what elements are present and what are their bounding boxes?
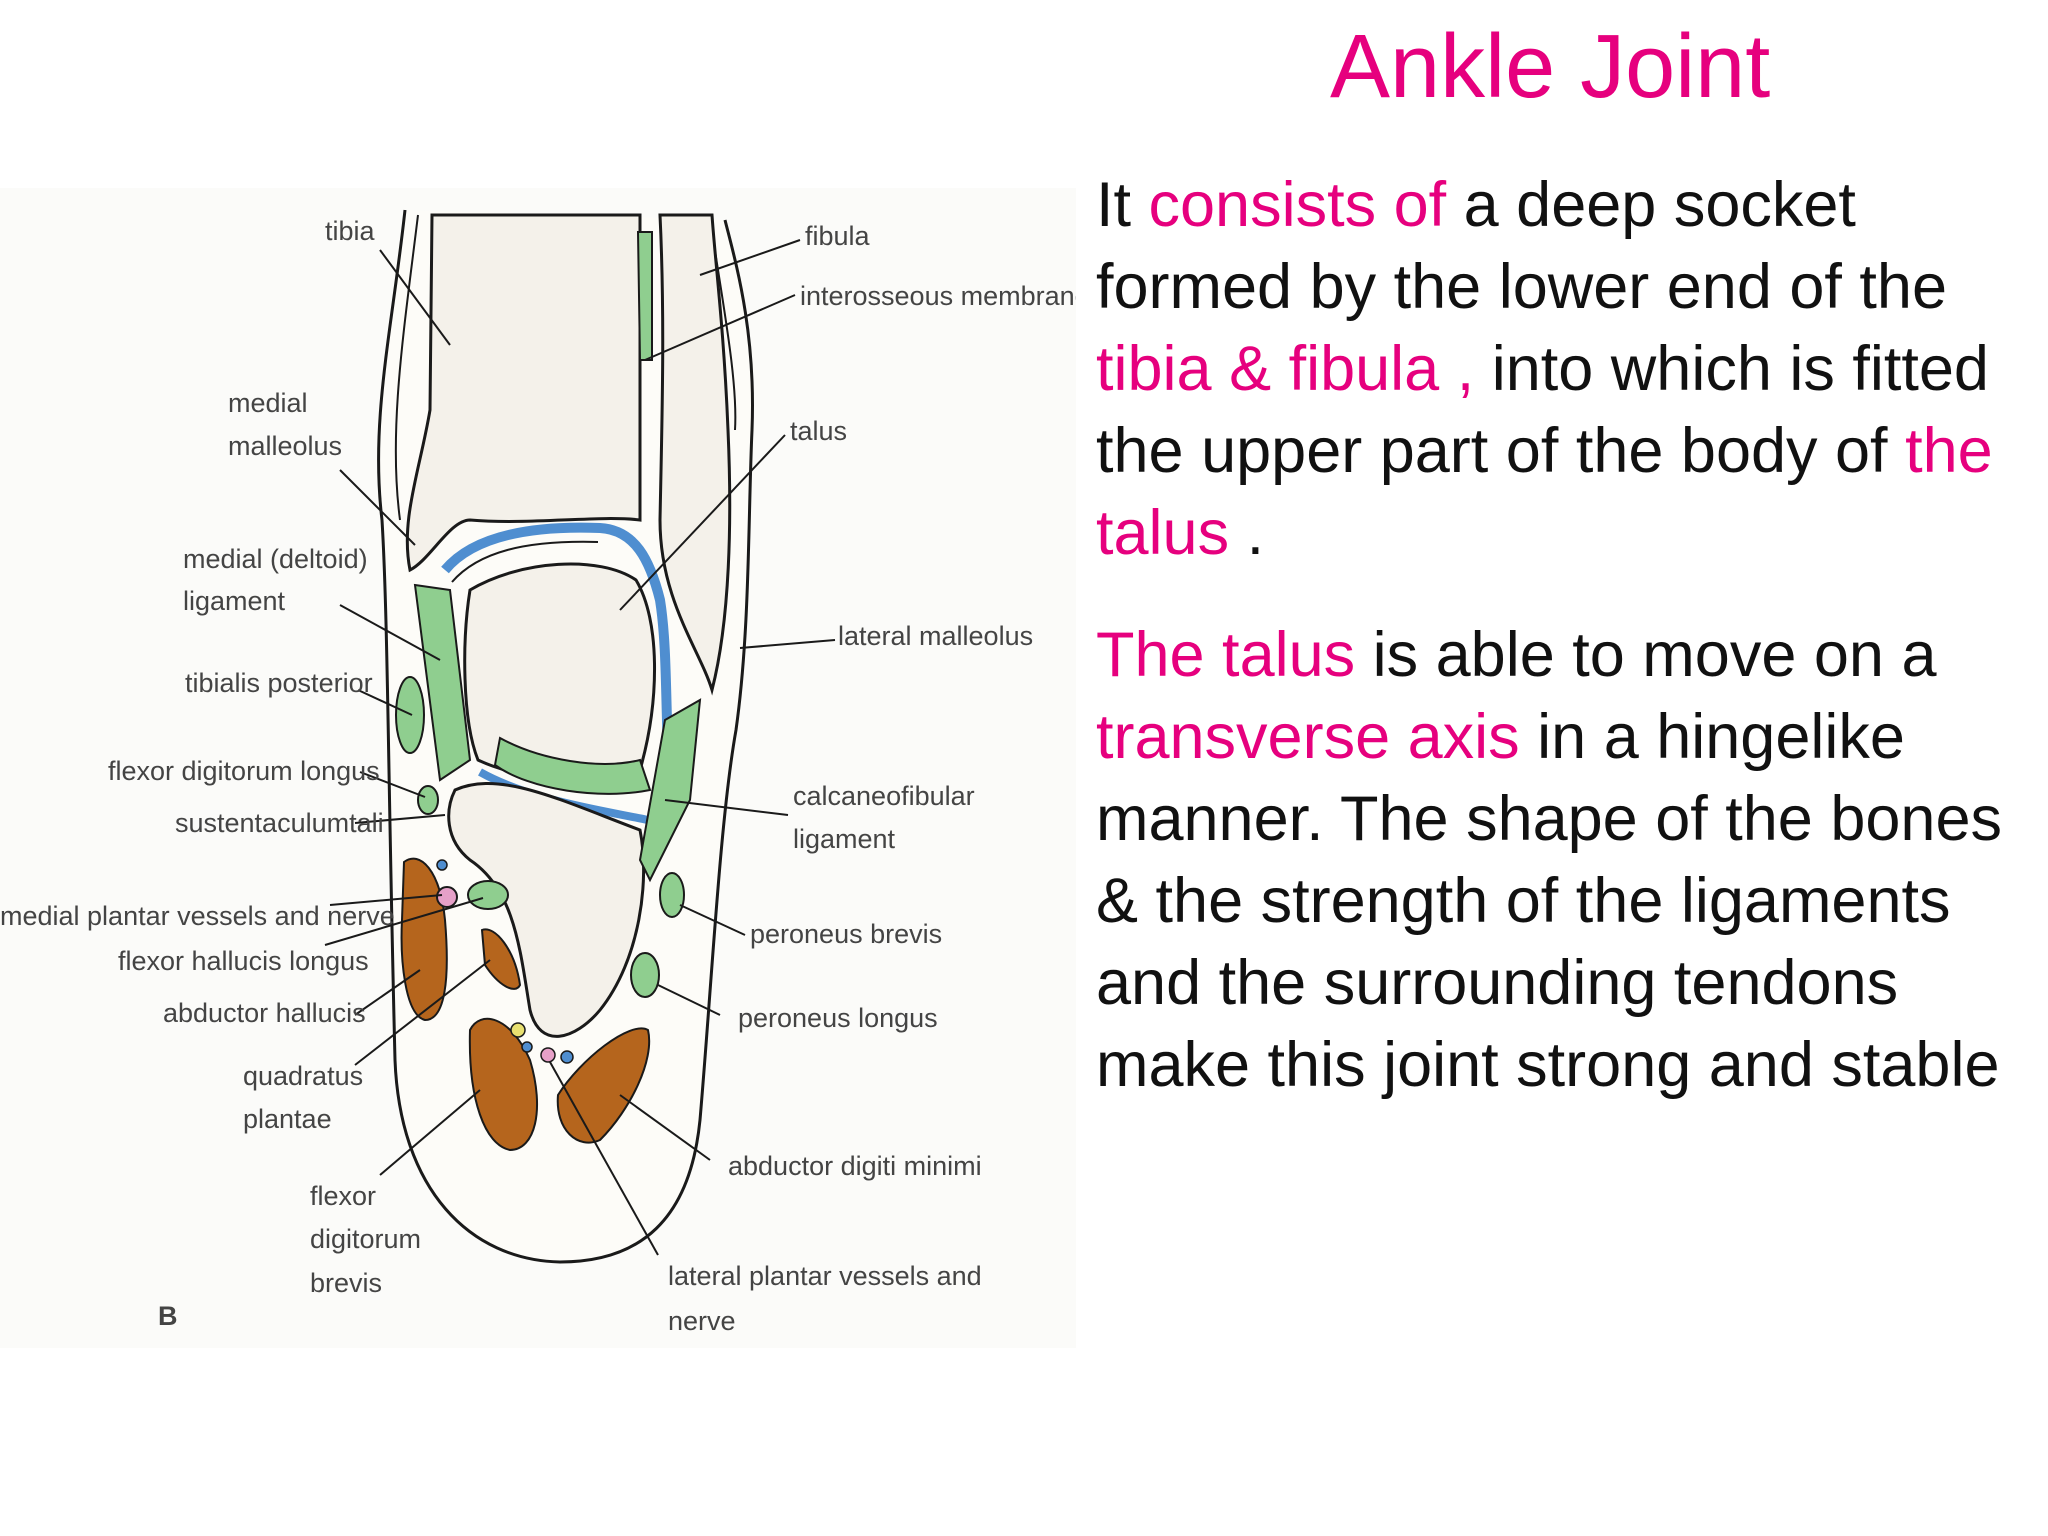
- paragraph-joint-description: It consists of a deep socket formed by t…: [1096, 170, 1993, 568]
- slide-title: Ankle Joint: [1330, 17, 1771, 117]
- label-quadratus-1: quadratus: [243, 1061, 363, 1091]
- label-calcaneofibular-1: calcaneofibular: [793, 781, 975, 811]
- label-abductor-hallucis: abductor hallucis: [163, 998, 366, 1028]
- skin-inner-line: [394, 214, 419, 521]
- lateral-plantar-vessel: [540, 1047, 556, 1063]
- abductor-digiti-minimi-muscle: [556, 1027, 651, 1144]
- label-peroneus-longus: peroneus longus: [738, 1003, 938, 1033]
- label-medial-plantar: medial plantar vessels and nerve: [0, 901, 395, 931]
- abductor-hallucis-muscle: [400, 857, 448, 1022]
- label-lateral-plantar-1: lateral plantar vessels and: [668, 1261, 982, 1291]
- label-fhl: flexor hallucis longus: [118, 946, 369, 976]
- deltoid-ligament: [413, 583, 472, 782]
- quadratus-plantae-muscle: [480, 928, 522, 990]
- label-fdb-3: brevis: [310, 1268, 382, 1298]
- peroneus-longus-tendon: [630, 952, 660, 998]
- label-quadratus-2: plantae: [243, 1104, 332, 1134]
- label-medial-malleolus-1: medial: [228, 388, 308, 418]
- label-sustentaculum: sustentaculumtali: [175, 808, 384, 838]
- interosseous-membrane: [636, 231, 653, 361]
- label-tibia: tibia: [325, 216, 376, 246]
- medial-plantar-vessel: [436, 886, 458, 908]
- tibia-bone: [405, 213, 642, 573]
- label-tibialis-posterior: tibialis posterior: [185, 668, 373, 698]
- label-fibula: fibula: [805, 221, 871, 251]
- ankle-cross-section-diagram: tibia fibula interosseous membrane media…: [0, 188, 1076, 1348]
- label-lateral-plantar-2: nerve: [668, 1306, 736, 1336]
- talus-bone: [463, 562, 657, 783]
- label-lateral-malleolus: lateral malleolus: [838, 621, 1033, 651]
- label-peroneus-brevis: peroneus brevis: [750, 919, 942, 949]
- fdb-muscle: [468, 1017, 538, 1152]
- tibiotalar-cartilage: [441, 522, 675, 791]
- label-deltoid-2: ligament: [183, 586, 286, 616]
- label-calcaneofibular-2: ligament: [793, 824, 896, 854]
- label-deltoid-1: medial (deltoid): [183, 544, 368, 574]
- label-panel-letter: B: [158, 1301, 178, 1331]
- leader-lines: [324, 239, 836, 1256]
- calcaneus-bone: [447, 782, 646, 1038]
- fdl-tendon: [417, 785, 439, 815]
- fibula-bone: [658, 213, 732, 696]
- peroneus-brevis-tendon: [659, 872, 685, 918]
- label-fdb-1: flexor: [310, 1181, 376, 1211]
- label-medial-malleolus-2: malleolus: [228, 431, 342, 461]
- fhl-tendon: [467, 880, 509, 910]
- paragraph-talus-movement: The talus is able to move on a transvers…: [1096, 620, 2002, 1100]
- label-abductor-digiti-minimi: abductor digiti minimi: [728, 1151, 982, 1181]
- label-talus: talus: [790, 416, 847, 446]
- calcaneofibular-ligament: [638, 698, 702, 883]
- label-fdb-2: digitorum: [310, 1224, 421, 1254]
- label-fdl: flexor digitorum longus: [108, 756, 380, 786]
- label-interosseous-membrane: interosseous membrane: [800, 281, 1076, 311]
